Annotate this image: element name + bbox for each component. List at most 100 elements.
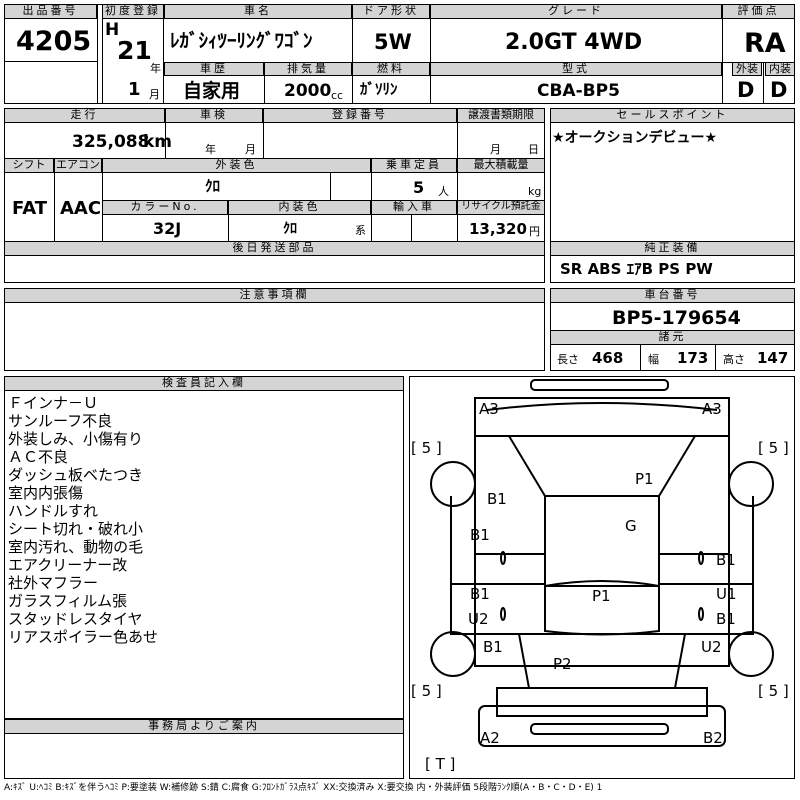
interior-unit: 系 bbox=[355, 224, 366, 237]
note-line: サンルーフ不良 bbox=[8, 412, 113, 430]
damage-mark: U2 bbox=[468, 610, 489, 628]
note-line: 室内汚れ、動物の毛 bbox=[8, 538, 144, 556]
capacity-label: 乗車定員 bbox=[371, 158, 457, 173]
note-line: エアクリーナー改 bbox=[8, 556, 128, 574]
ac-label: エアコン bbox=[54, 158, 102, 173]
sales-box bbox=[550, 108, 795, 242]
note-line: 外装しみ、小傷有り bbox=[8, 430, 144, 448]
fuel-label: 燃料 bbox=[352, 62, 430, 76]
sales-label: セールスポイント bbox=[550, 108, 795, 123]
inspect-month: 月 bbox=[245, 143, 256, 156]
damage-mark: B1 bbox=[487, 490, 507, 508]
equip-label: 純正装備 bbox=[550, 241, 795, 256]
plate-label: 登録番号 bbox=[263, 108, 457, 123]
inspect-label: 車検 bbox=[165, 108, 263, 123]
displacement: 2000 bbox=[284, 81, 332, 101]
damage-mark: B1 bbox=[470, 585, 490, 603]
damage-mark: B2 bbox=[703, 729, 723, 747]
grade: 2.0GT 4WD bbox=[505, 30, 643, 55]
notice-label: 注意事項欄 bbox=[4, 288, 545, 303]
damage-mark: B1 bbox=[716, 551, 736, 569]
equip-text: SR ABS ｴｱB PS PW bbox=[560, 260, 713, 278]
dims-label: 諸元 bbox=[550, 330, 795, 345]
reg-era: H bbox=[105, 20, 120, 40]
transfer-month: 月 bbox=[490, 143, 501, 156]
ac: AAC bbox=[60, 198, 102, 219]
transfer-label: 譲渡書類期限 bbox=[457, 108, 545, 123]
shift: FAT bbox=[12, 198, 48, 219]
score-label: 評価点 bbox=[722, 4, 795, 19]
sales-text: ★オークションデビュー★ bbox=[552, 130, 718, 146]
history-label: 車歴 bbox=[164, 62, 264, 76]
reg-year: 21 bbox=[117, 36, 152, 65]
recycle-label: リサイクル預託金 bbox=[457, 200, 545, 215]
info-grid bbox=[4, 108, 545, 242]
disp-label: 排気量 bbox=[264, 62, 352, 76]
chassis-label: 車台番号 bbox=[550, 288, 795, 303]
color-label: 外装色 bbox=[102, 158, 371, 173]
ext-label: 外装 bbox=[732, 62, 762, 76]
interior-color: ｸﾛ bbox=[283, 221, 297, 237]
tire-depth-rl: [ 5 ] bbox=[411, 682, 442, 700]
damage-mark: A3 bbox=[702, 400, 722, 418]
recycle-fee: 13,320 bbox=[469, 220, 527, 238]
mileage-label: 走行 bbox=[4, 108, 165, 123]
note-line: リアスポイラー色あせ bbox=[8, 628, 159, 646]
disp-unit: cc bbox=[331, 89, 344, 102]
legend: A:ｷｽﾞ U:ﾍｺﾐ B:ｷｽﾞを伴うﾍｺﾐ P:要塗装 W:補修跡 S:錆 … bbox=[4, 783, 603, 793]
damage-mark: P1 bbox=[592, 587, 611, 605]
int-score: D bbox=[770, 78, 788, 102]
damage-mark: G bbox=[625, 517, 637, 535]
fuel: ｶﾞｿﾘﾝ bbox=[360, 80, 398, 98]
damage-mark: B1 bbox=[483, 638, 503, 656]
tire-depth-rr: [ 5 ] bbox=[758, 682, 789, 700]
colorno-label: カラーNo. bbox=[102, 200, 228, 215]
ext-score: D bbox=[737, 78, 755, 102]
score: RA bbox=[744, 28, 786, 59]
damage-mark: A3 bbox=[479, 400, 499, 418]
history: 自家用 bbox=[183, 80, 241, 102]
lot-label: 出品番号 bbox=[4, 4, 97, 19]
note-line: ダッシュ板ベたつき bbox=[8, 466, 144, 484]
note-line: ガラスフィルム張 bbox=[8, 592, 128, 610]
recycle-unit: 円 bbox=[529, 225, 540, 238]
int-label: 内装 bbox=[765, 62, 795, 76]
capacity: 5 bbox=[413, 178, 425, 197]
damage-mark: B1 bbox=[716, 610, 736, 628]
color-number: 32J bbox=[153, 219, 182, 238]
note-line: 社外マフラー bbox=[8, 574, 99, 592]
door-type: 5W bbox=[374, 30, 412, 54]
capacity-unit: 人 bbox=[438, 185, 449, 198]
height-label: 高さ bbox=[723, 353, 745, 366]
width-label: 幅 bbox=[648, 353, 659, 366]
chassis-number: BP5-179654 bbox=[612, 307, 741, 329]
reg-month: 1 bbox=[128, 79, 141, 100]
height: 147 bbox=[757, 349, 789, 367]
damage-mark: U2 bbox=[701, 638, 722, 656]
mileage-unit: km bbox=[143, 132, 173, 152]
car-diagram-box bbox=[409, 376, 795, 779]
model-label: 型式 bbox=[430, 62, 722, 76]
mileage: 325,088 bbox=[72, 132, 150, 152]
load-label: 最大積載量 bbox=[457, 158, 545, 173]
import-label: 輸入車 bbox=[371, 200, 457, 215]
car-diagram bbox=[430, 379, 774, 747]
spare-tire: [ T ] bbox=[425, 755, 456, 773]
length-label: 長さ bbox=[557, 353, 579, 366]
exterior-color: ｸﾛ bbox=[205, 177, 221, 195]
inspect-year: 年 bbox=[205, 143, 216, 156]
note-line: スタッドレスタイヤ bbox=[8, 610, 143, 628]
lot-number: 4205 bbox=[16, 26, 92, 57]
shift-label: シフト bbox=[4, 158, 54, 173]
damage-mark: P2 bbox=[553, 655, 572, 673]
inspector-label: 検査員記入欄 bbox=[4, 376, 404, 391]
reg-cell bbox=[102, 4, 164, 104]
inspector-notes: Ｆインナ－Ｕ サンルーフ不良 外装しみ、小傷有り ＡＣ不良 ダッシュ板ベたつき … bbox=[8, 394, 158, 646]
later-parts-label: 後日発送部品 bbox=[4, 241, 545, 256]
reg-month-unit: 月 bbox=[149, 88, 160, 101]
note-line: ＡＣ不良 bbox=[8, 448, 69, 466]
door-label: ドア形状 bbox=[352, 4, 430, 19]
damage-mark: B1 bbox=[470, 526, 490, 544]
tire-depth-fr: [ 5 ] bbox=[758, 439, 789, 457]
note-line: ハンドルすれ bbox=[8, 502, 99, 520]
